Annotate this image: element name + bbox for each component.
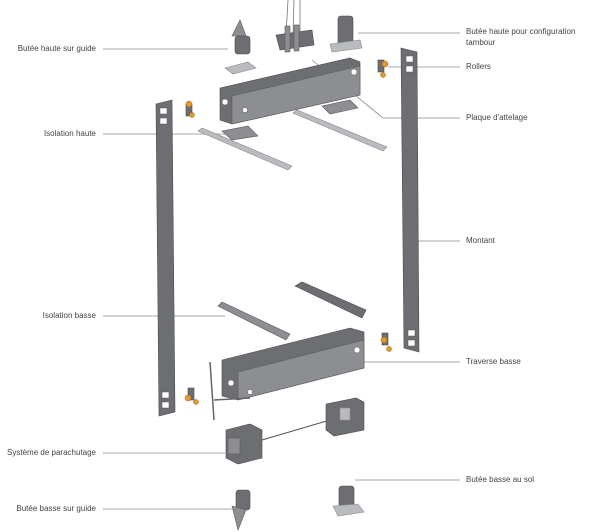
top-drum-stop	[329, 15, 363, 53]
top-guide-stop	[224, 19, 257, 75]
top-insulation-bar-left	[197, 127, 293, 171]
label-butee-haute-tambour-1: Butée haute pour configuration	[466, 27, 576, 36]
left-upright	[155, 99, 176, 417]
top-insulation-plate	[221, 125, 259, 141]
label-butee-basse-sol: Butée basse au sol	[466, 475, 535, 484]
right-upright	[400, 47, 420, 353]
label-plaque-attelage: Plaque d'attelage	[466, 113, 528, 122]
coupling-plate	[275, 24, 315, 53]
top-crossbeam	[219, 57, 361, 125]
bottom-crossbeam	[221, 327, 365, 401]
label-montant: Montant	[466, 236, 495, 245]
label-butee-haute-guide: Butée haute sur guide	[17, 44, 96, 53]
bottom-guide-stop	[231, 489, 251, 531]
label-isolation-haute: Isolation haute	[43, 129, 96, 138]
label-butee-haute-tambour-2: tambour	[466, 38, 496, 47]
bottom-insulation-left	[217, 301, 291, 341]
label-butee-basse-guide: Butée basse sur guide	[16, 504, 96, 513]
safety-gear	[209, 361, 365, 465]
bottom-floor-stop	[332, 485, 365, 517]
label-systeme-parachutage: Système de parachutage	[7, 448, 96, 457]
leader-lines	[103, 32, 460, 510]
top-insulation-bar-right	[292, 109, 388, 152]
top-plate-right	[321, 99, 359, 115]
roller-icons	[184, 59, 392, 405]
label-rollers: Rollers	[466, 62, 491, 71]
label-traverse-basse: Traverse basse	[466, 357, 521, 366]
bottom-insulation-right	[294, 281, 367, 319]
label-isolation-basse: Isolation basse	[42, 311, 96, 320]
